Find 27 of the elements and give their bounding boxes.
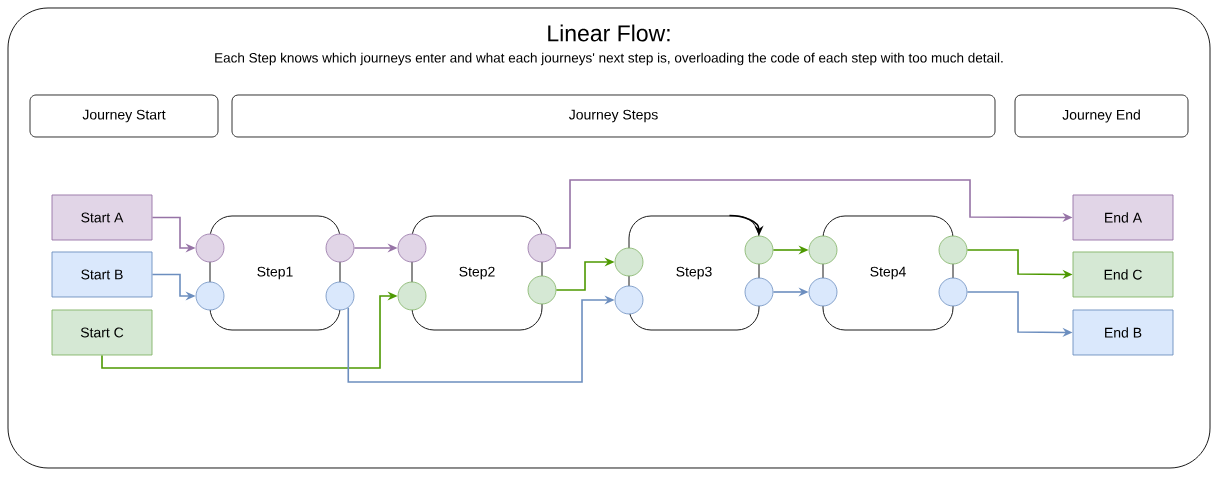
terminal-box: End A (1072, 194, 1174, 241)
port-circle (325, 233, 355, 263)
terminal-box: Start B (51, 251, 153, 298)
port-circle (397, 281, 427, 311)
port-circle (938, 235, 968, 265)
title: Linear Flow: (548, 24, 670, 42)
port-circle (325, 281, 355, 311)
port-circle (195, 233, 225, 263)
header-box: Journey Steps (231, 94, 996, 138)
terminal-box: Start A (51, 194, 153, 241)
port-circle (808, 235, 838, 265)
terminal-box: End C (1072, 251, 1174, 298)
port-circle (195, 281, 225, 311)
terminal-box: Start C (51, 309, 153, 356)
port-circle (614, 247, 644, 277)
port-circle (527, 233, 557, 263)
port-circle (397, 233, 427, 263)
port-circle (527, 275, 557, 305)
port-circle (744, 235, 774, 265)
port-circle (614, 285, 644, 315)
header-box: Journey Start (29, 94, 219, 138)
port-circle (938, 277, 968, 307)
terminal-box: End B (1072, 309, 1174, 356)
header-box: Journey End (1014, 94, 1189, 138)
port-circle (808, 277, 838, 307)
port-circle (744, 277, 774, 307)
subtitle: Each Step knows which journeys enter and what each journeys' next step is, overloading the code of each step with too much detail. (215, 52, 1003, 66)
